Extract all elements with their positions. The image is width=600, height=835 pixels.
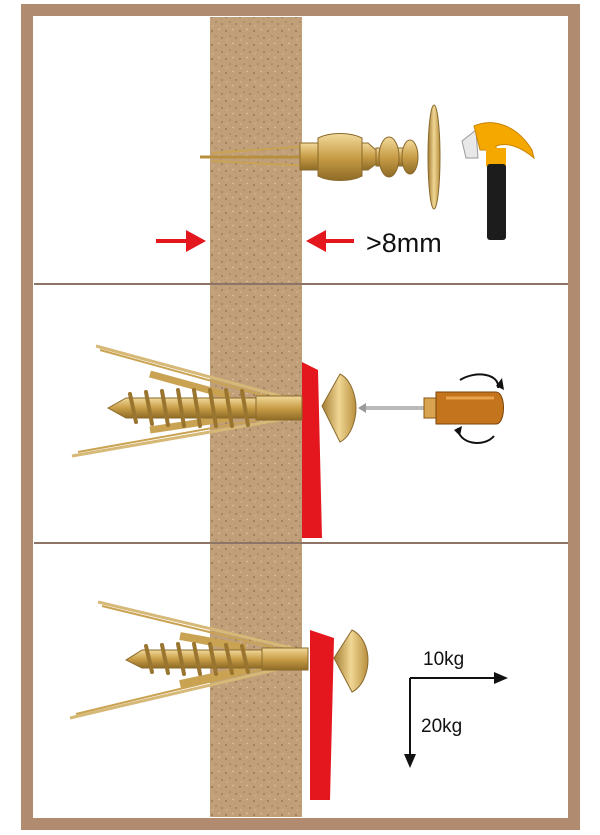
thickness-label: >8mm [366,230,442,257]
horizontal-load-label: 10kg [423,650,464,669]
vertical-load-label: 20kg [421,717,462,736]
red-fixture-plate [310,630,334,800]
